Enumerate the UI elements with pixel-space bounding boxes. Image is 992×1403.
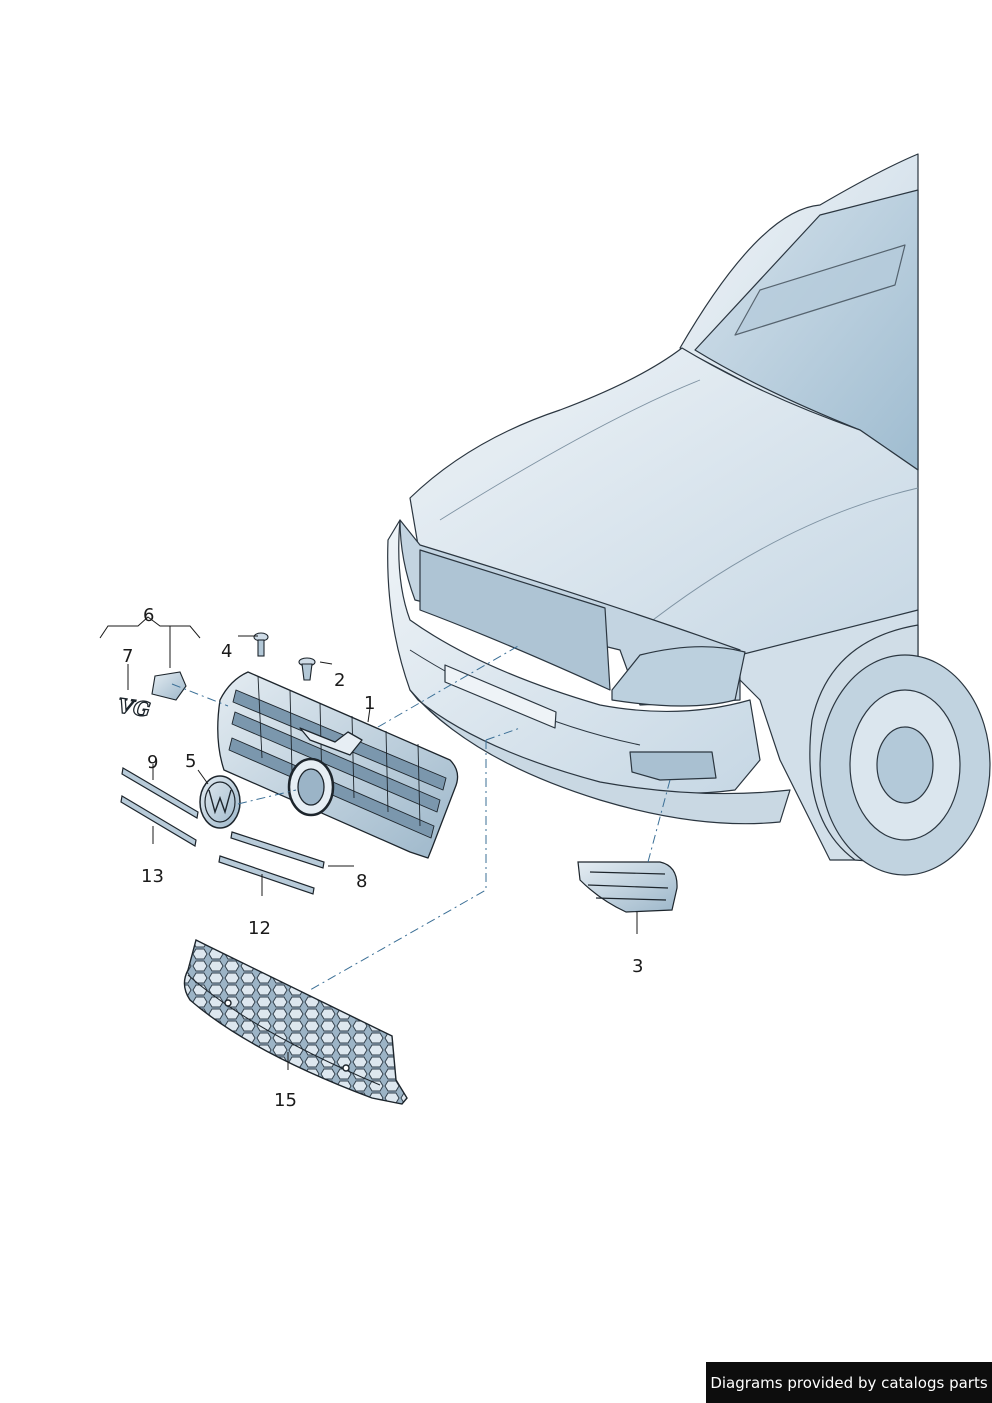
front-wheel xyxy=(809,624,991,876)
callout-8: 8 xyxy=(356,871,367,892)
emblem-bracket xyxy=(151,671,187,701)
vg-badge: VG xyxy=(116,693,153,723)
leader-lines xyxy=(99,616,638,1070)
callout-labels: 1 2 3 4 5 6 7 8 9 12 13 15 xyxy=(122,605,643,1111)
fog-light-cover xyxy=(577,861,678,913)
callout-9: 9 xyxy=(147,752,158,773)
vehicle-front xyxy=(387,153,991,876)
attribution-text: Diagrams provided by catalogs parts xyxy=(710,1373,988,1392)
callout-6: 6 xyxy=(143,605,154,626)
vw-emblem xyxy=(199,775,241,829)
trim-strips xyxy=(120,767,325,895)
screw xyxy=(253,632,269,657)
vg-badge-text: VG xyxy=(116,693,152,721)
callout-12: 12 xyxy=(248,918,271,939)
callout-4: 4 xyxy=(221,641,232,662)
radiator-grille xyxy=(217,671,459,859)
callout-1: 1 xyxy=(364,693,375,714)
callout-15: 15 xyxy=(274,1090,297,1111)
callout-5: 5 xyxy=(185,751,196,772)
callout-3: 3 xyxy=(632,956,643,977)
callout-7: 7 xyxy=(122,646,133,667)
attribution-banner: Diagrams provided by catalogs parts xyxy=(706,1362,992,1403)
lower-grille xyxy=(183,938,408,1105)
callout-2: 2 xyxy=(334,670,345,691)
callout-13: 13 xyxy=(141,866,164,887)
phantom-lines xyxy=(171,644,671,991)
clip xyxy=(298,657,316,681)
